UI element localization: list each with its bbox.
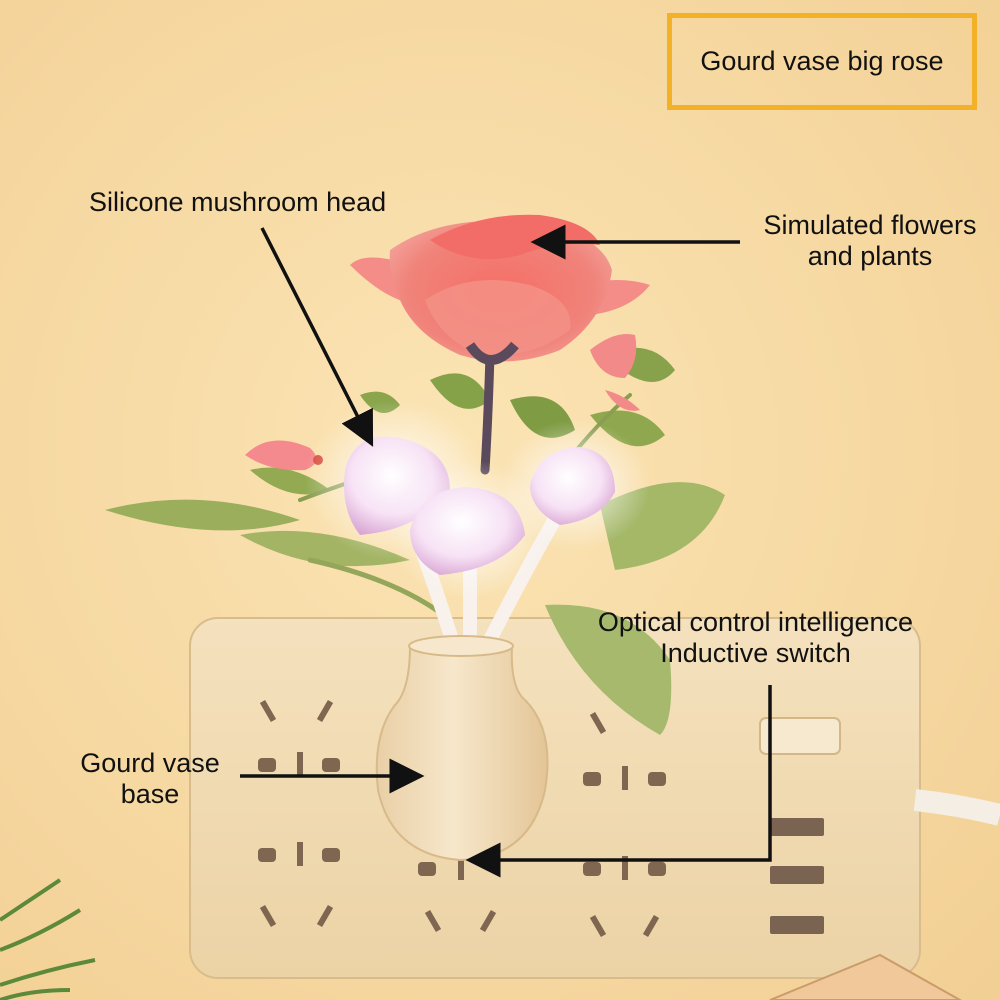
- leaf-icon: [545, 604, 672, 735]
- socket-slot-icon: [316, 904, 334, 928]
- socket-slot-icon: [648, 862, 666, 876]
- box-corner: [769, 953, 963, 1000]
- socket-slot-icon: [589, 711, 607, 735]
- title-text: Gourd vase big rose: [700, 46, 944, 76]
- leaf-icon: [430, 373, 490, 409]
- socket-slot-icon: [583, 772, 601, 786]
- socket-slot-icon: [259, 904, 277, 928]
- socket-slot-icon: [258, 758, 276, 772]
- socket-slot-icon: [479, 909, 497, 933]
- arrow-mushroom-head: [260, 227, 374, 447]
- grass-decoration: [0, 878, 96, 1000]
- socket-slot-icon: [259, 699, 277, 723]
- socket-slot-icon: [322, 758, 340, 772]
- socket-slot-icon: [297, 842, 303, 866]
- socket-slot-icon: [648, 772, 666, 786]
- label-optical-switch: Optical control intelligence Inductive s…: [597, 607, 914, 668]
- arrow-optical-switch: [465, 685, 772, 878]
- socket-slot-icon: [583, 862, 601, 876]
- socket-slot-icon: [322, 848, 340, 862]
- mushroom-caps: [305, 400, 650, 600]
- mushroom-head-icon: [410, 487, 525, 575]
- leaf-icon: [105, 499, 300, 531]
- label-mushroom-head: Silicone mushroom head: [89, 187, 387, 217]
- label-flowers: Simulated flowers and plants: [763, 210, 977, 271]
- usb-port-icon: [770, 916, 824, 934]
- socket-slot-icon: [642, 914, 660, 938]
- annotation-arrows: [240, 224, 772, 878]
- socket-slot-icon: [589, 914, 607, 938]
- power-strip: [189, 617, 1000, 979]
- socket-slot-icon: [418, 862, 436, 876]
- gourd-vase: [375, 635, 549, 862]
- label-vase-base: Gourd vase base: [80, 748, 220, 809]
- socket-slot-icon: [316, 699, 334, 723]
- socket-slot-icon: [258, 848, 276, 862]
- power-switch: [759, 717, 841, 755]
- power-cable: [913, 789, 1000, 826]
- socket-slot-icon: [297, 752, 303, 776]
- socket-slot-icon: [622, 856, 628, 880]
- title-box: Gourd vase big rose: [667, 13, 977, 110]
- mushroom-head-icon: [530, 447, 615, 525]
- socket-slot-icon: [424, 909, 442, 933]
- usb-port-icon: [770, 866, 824, 884]
- usb-port-icon: [770, 818, 824, 836]
- rose-flower: [350, 214, 650, 365]
- leaf-icon: [590, 410, 665, 447]
- socket-slot-icon: [458, 856, 464, 880]
- leaf-icon: [240, 530, 410, 567]
- socket-slot-icon: [622, 766, 628, 790]
